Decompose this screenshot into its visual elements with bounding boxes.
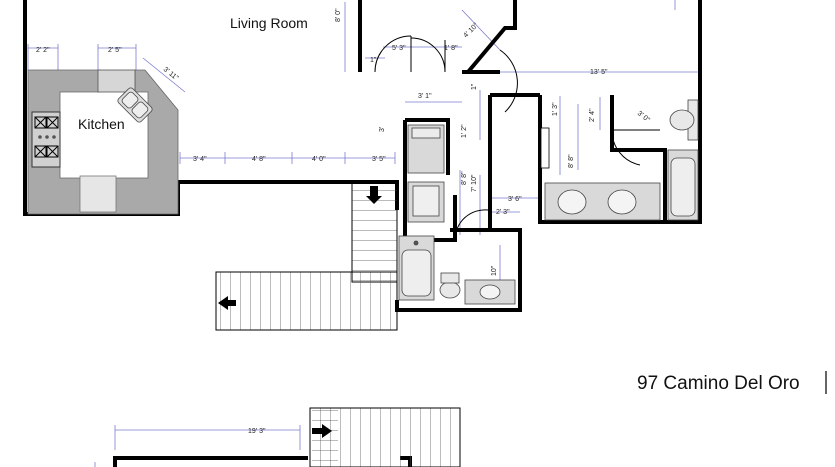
dim-4-8: 4' 8" xyxy=(252,156,266,163)
dim-19-3: 19' 3" xyxy=(248,428,266,435)
dim-3-4: 3' 4" xyxy=(193,156,207,163)
dim-3-ft: 3' xyxy=(379,127,386,132)
dim-2-4: 2' 4" xyxy=(589,108,596,122)
dim-3-11: 3' 11" xyxy=(162,66,180,82)
dimension-lines xyxy=(27,0,700,467)
stairs xyxy=(215,181,461,467)
bathroom-fixtures xyxy=(398,99,699,305)
dim-3-0: 3' 0" xyxy=(636,110,651,124)
room-label-living-room: Living Room xyxy=(230,15,308,31)
dim-5-3: 5' 3" xyxy=(392,45,406,52)
dim-3-6: 3' 6" xyxy=(508,196,522,203)
dim-7-10: 7' 10" xyxy=(471,174,478,192)
dim-2-3: 2' 3" xyxy=(496,209,510,216)
dim-10-inch: 10" xyxy=(491,265,498,276)
kitchen-counters xyxy=(27,69,179,215)
dim-4-0: 4' 0" xyxy=(312,156,326,163)
doors xyxy=(374,35,660,241)
room-label-kitchen: Kitchen xyxy=(78,116,125,132)
dim-1-3: 1' 3" xyxy=(552,102,559,116)
dim-8-8-b: 8' 8" xyxy=(568,154,575,168)
dim-1-2: 1' 2" xyxy=(461,124,468,138)
dim-2-2: 2' 2" xyxy=(36,47,50,54)
laundry-appliances xyxy=(407,124,550,223)
address-label: 97 Camino Del Oro xyxy=(637,373,800,394)
dim-4-10: 4' 10" xyxy=(462,22,480,40)
dim-2-5: 2' 5" xyxy=(108,47,122,54)
dim-1-inch-a: 1" xyxy=(370,57,377,64)
dim-1-8: 1' 8" xyxy=(444,45,458,52)
dim-8ft: 8' 0" xyxy=(335,8,342,22)
dim-1-inch-b: 1" xyxy=(471,83,478,90)
dim-13-5: 13' 5" xyxy=(590,69,608,76)
dim-8-8-a: 8' 8" xyxy=(461,171,468,185)
dim-3-1: 3' 1" xyxy=(418,93,432,100)
dim-3-5: 3' 5" xyxy=(372,156,386,163)
